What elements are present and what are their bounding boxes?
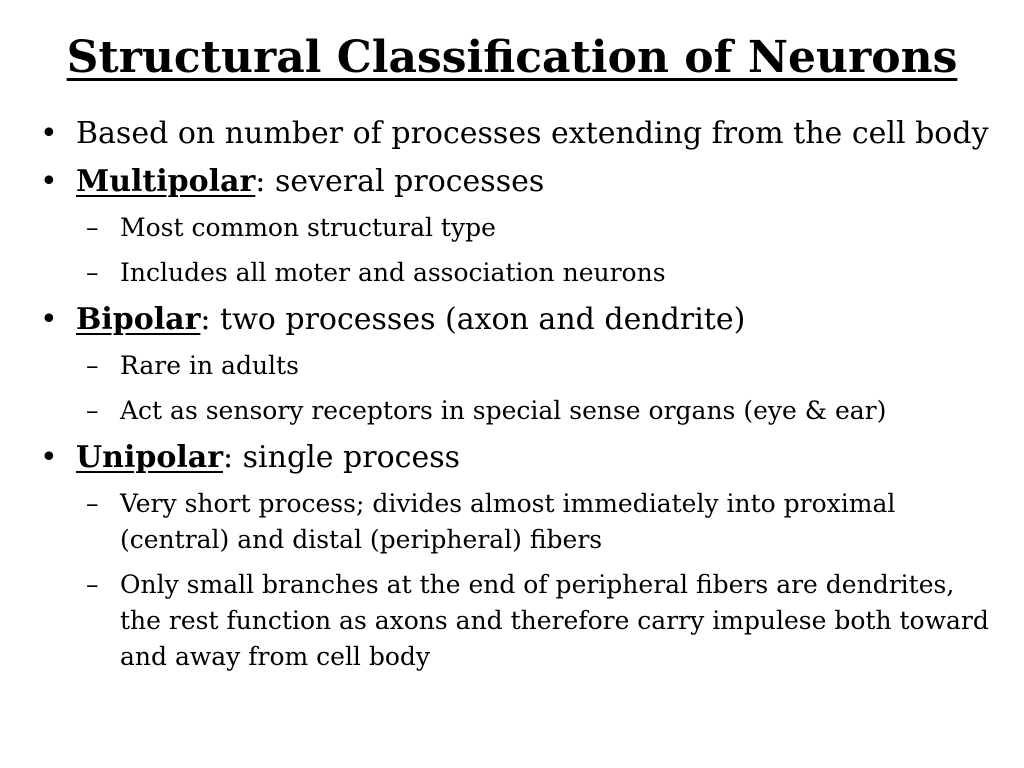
dash-icon: –	[86, 351, 99, 380]
sub-text: Includes all moter and association neuro…	[120, 258, 666, 287]
slide-content: • Based on number of processes extending…	[40, 114, 990, 684]
bullet-dot-icon: •	[40, 302, 58, 337]
term-multipolar: Multipolar	[76, 164, 256, 199]
sub-text: Rare in adults	[120, 351, 299, 380]
dash-icon: –	[86, 396, 99, 425]
bullet-item-unipolar: • Unipolar: single process	[40, 438, 990, 478]
sub-text: Act as sensory receptors in special sens…	[120, 396, 887, 425]
sub-text: Most common structural type	[120, 213, 496, 242]
sub-item: – Most common structural type	[40, 210, 990, 246]
sub-item: – Rare in adults	[40, 348, 990, 384]
bullet-dot-icon: •	[40, 164, 58, 199]
dash-icon: –	[86, 258, 99, 287]
bullet-item-bipolar: • Bipolar: two processes (axon and dendr…	[40, 300, 990, 340]
bullet-item-multipolar: • Multipolar: several processes	[40, 162, 990, 202]
dash-icon: –	[86, 213, 99, 242]
sub-item: – Very short process; divides almost imm…	[40, 486, 990, 558]
bullet-text: : single process	[223, 440, 460, 475]
bullet-dot-icon: •	[40, 116, 58, 151]
term-bipolar: Bipolar	[76, 302, 201, 337]
bullet-text: : several processes	[255, 164, 545, 199]
slide-title: Structural Classification of Neurons	[66, 32, 958, 83]
sub-text: Very short process; divides almost immed…	[120, 489, 896, 554]
term-unipolar: Unipolar	[76, 440, 223, 475]
bullet-text: Based on number of processes extending f…	[76, 116, 989, 151]
sub-text: Only small branches at the end of periph…	[120, 570, 989, 671]
dash-icon: –	[86, 489, 99, 518]
sub-item: – Includes all moter and association neu…	[40, 255, 990, 291]
bullet-item-processes: • Based on number of processes extending…	[40, 114, 990, 154]
bullet-dot-icon: •	[40, 440, 58, 475]
sub-item: – Only small branches at the end of peri…	[40, 567, 990, 675]
dash-icon: –	[86, 570, 99, 599]
sub-item: – Act as sensory receptors in special se…	[40, 393, 990, 429]
bullet-text: : two processes (axon and dendrite)	[200, 302, 746, 337]
